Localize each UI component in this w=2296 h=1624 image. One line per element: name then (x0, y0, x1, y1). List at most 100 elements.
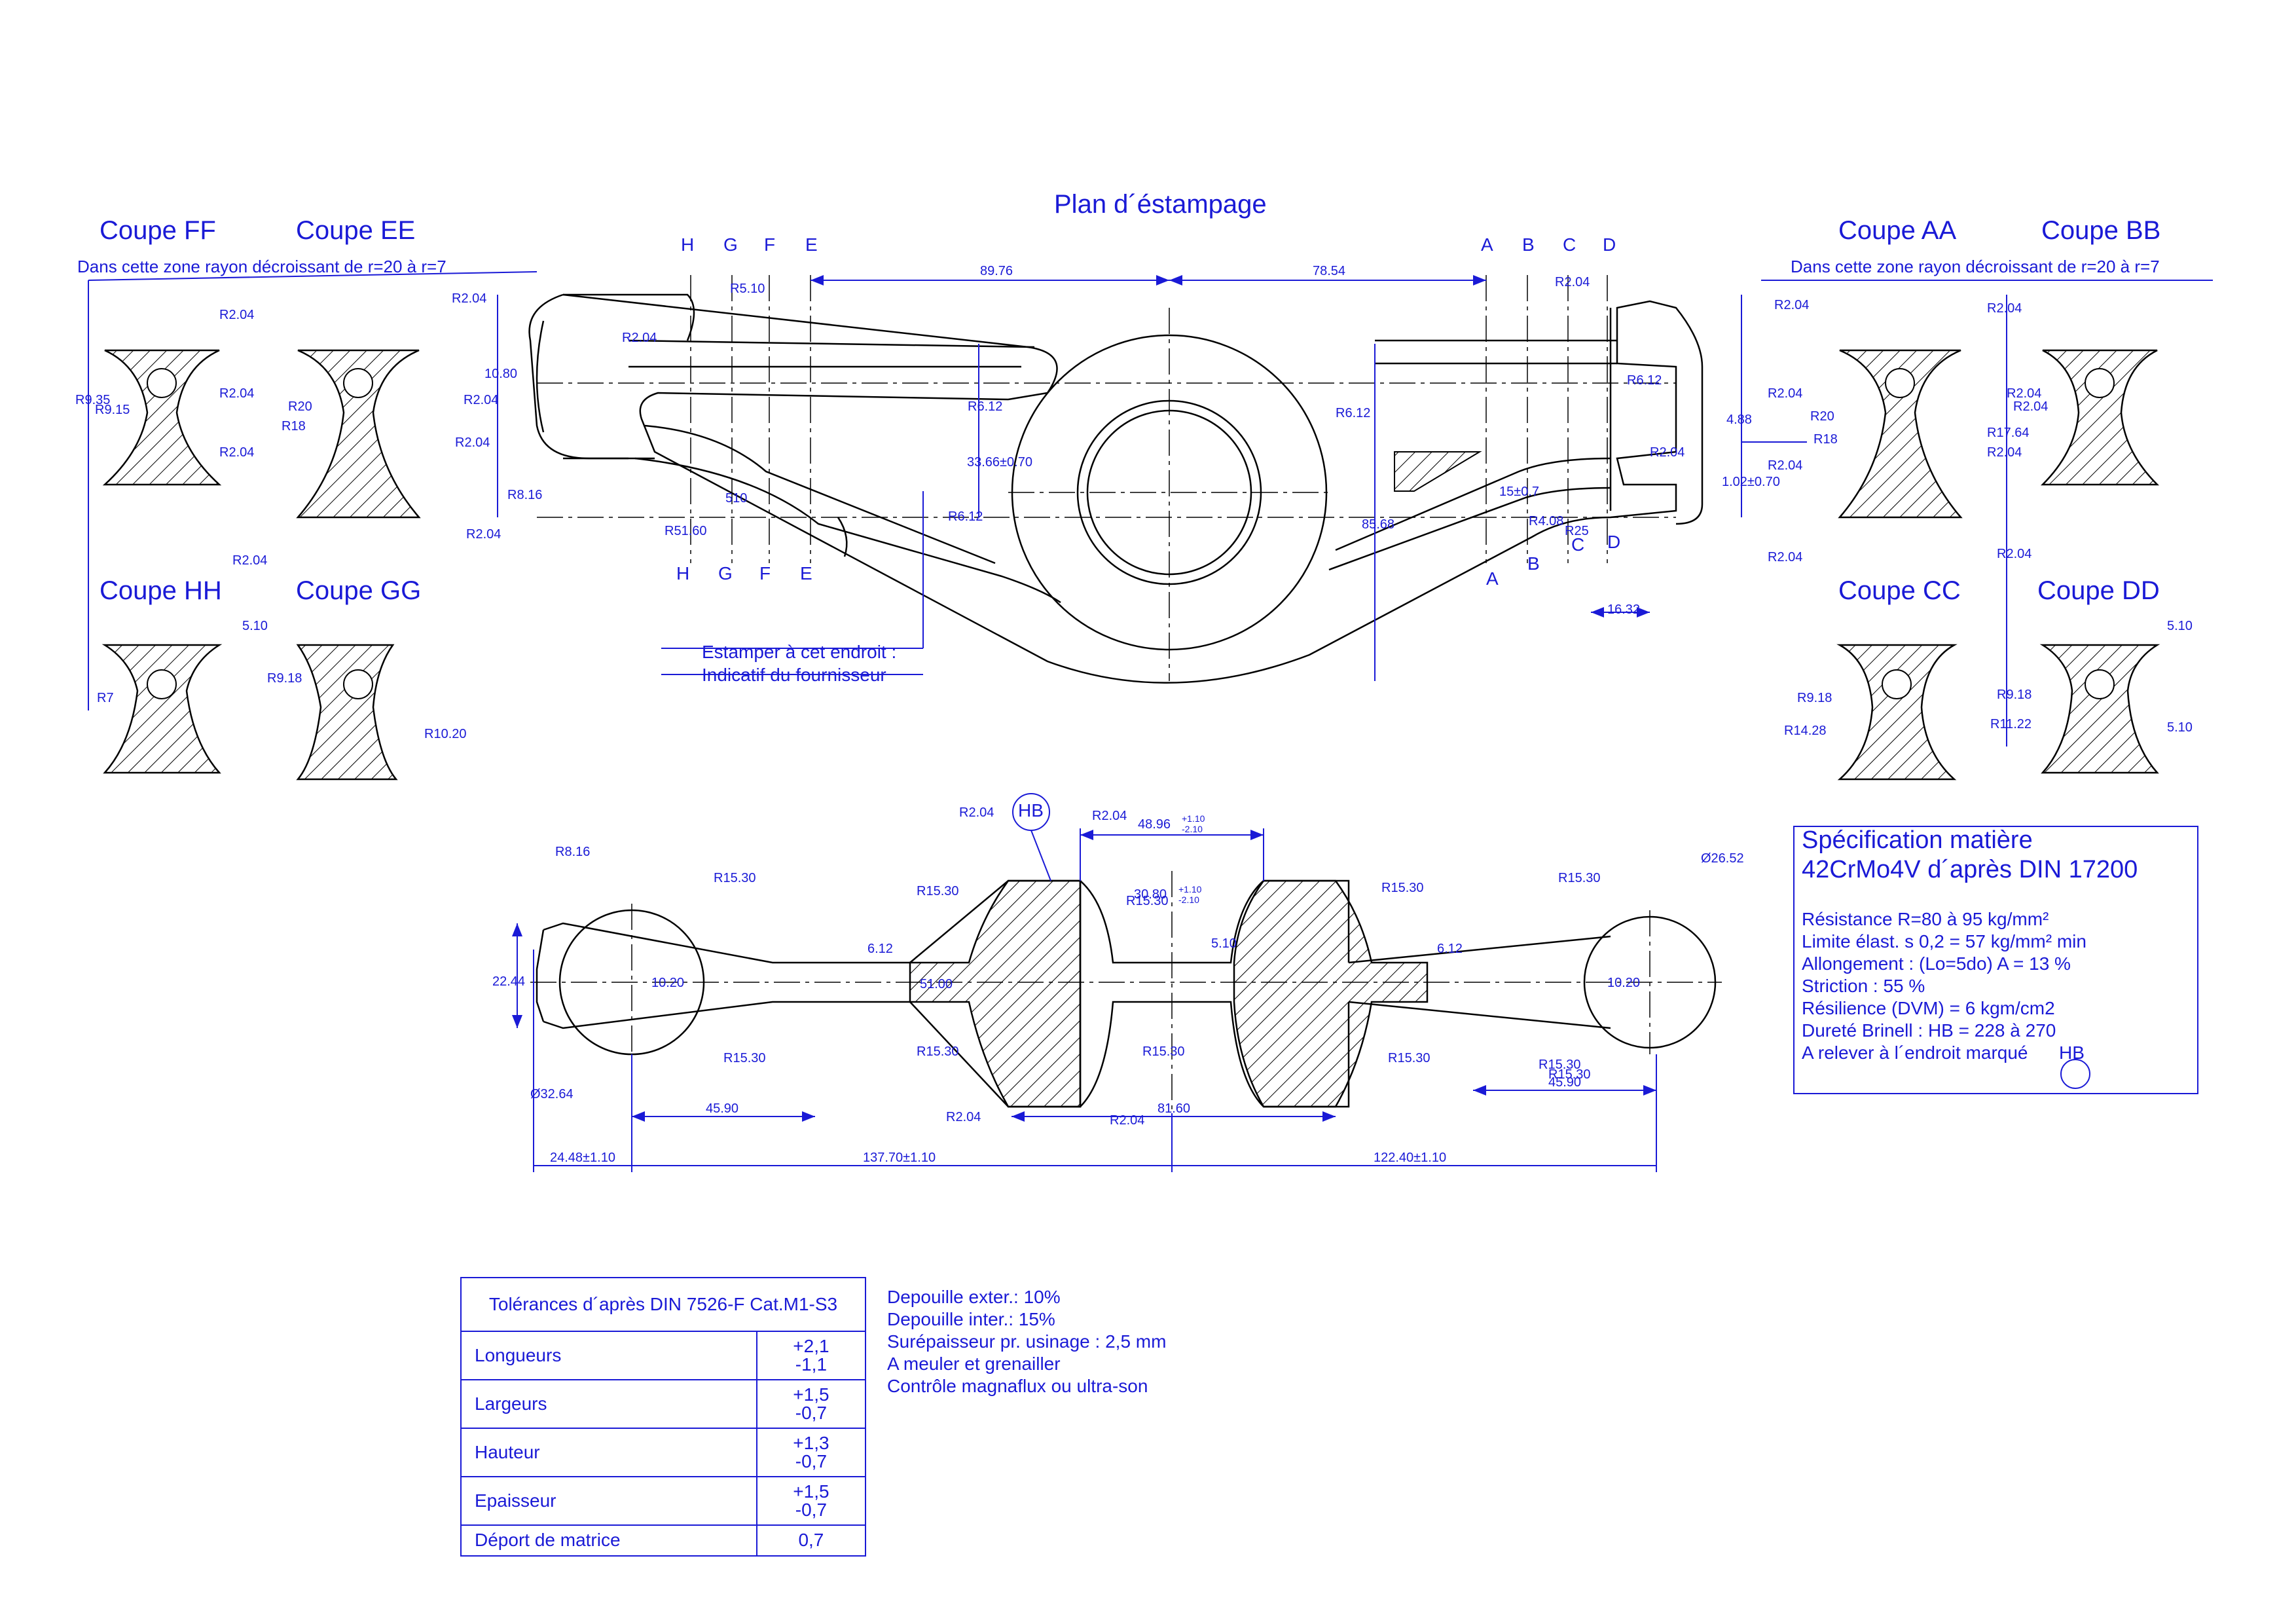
stamp-note-line1: Estamper à cet endroit : (702, 642, 897, 662)
dim-diameter: Ø32.64 (530, 1087, 574, 1101)
note-line: Depouille inter.: 15% (887, 1309, 1055, 1329)
dim-plan-end: 16.32 (1607, 602, 1641, 617)
dim-radius: R6.12 (968, 399, 1003, 414)
dim-aa: R2.04 (1774, 298, 1810, 312)
material-line: Résilience (DVM) = 6 kgm/cm2 (1802, 998, 2055, 1018)
cut-letter: F (764, 234, 776, 255)
dim-length: 122.40±1.10 (1374, 1151, 1447, 1165)
dim-radius: R8.16 (507, 488, 543, 502)
dim-ee: R20 (288, 399, 312, 414)
dim-vertical: 10.80 (484, 367, 518, 381)
note-line: Depouille exter.: 10% (887, 1287, 1061, 1307)
cut-letter: H (676, 563, 690, 583)
material-title: Spécification matière (1802, 826, 2033, 854)
dim-radius: R15.30 (1388, 1051, 1430, 1065)
hb-marker-icon (2060, 1059, 2090, 1089)
section-aa-label: Coupe AA (1838, 216, 1957, 245)
dim-width-top-tol-down: -2.10 (1182, 824, 1203, 834)
cut-letter: B (1527, 553, 1540, 574)
material-grade: 42CrMo4V d´après DIN 17200 (1802, 856, 2138, 883)
cut-letter: E (800, 563, 812, 583)
tolerance-down: -1,1 (795, 1354, 828, 1375)
dim-ff: R9.35 (75, 393, 111, 407)
dim-ee: R2.04 (466, 527, 501, 542)
dim-bb: R2.04 (1997, 547, 2032, 561)
dim-bb: R2.04 (2013, 399, 2049, 414)
dim-hh: R7 (97, 691, 114, 705)
cut-letter: G (718, 563, 733, 583)
dim-aa: R2.04 (1987, 301, 2022, 316)
stamp-note-line2: Indicatif du fournisseur (702, 665, 886, 685)
zone-note-left: Dans cette zone rayon décroissant de r=2… (77, 257, 446, 276)
tolerance-title: Tolérances d´après DIN 7526-F Cat.M1-S3 (460, 1277, 866, 1332)
dim-ff: R2.04 (219, 308, 255, 322)
tolerance-down: -0,7 (795, 1499, 828, 1520)
dim-ee: R2.04 (464, 393, 499, 407)
tolerance-up: 0,7 (798, 1530, 824, 1551)
section-bb-shape (2040, 349, 2160, 486)
dim-vertical: 15±0.7 (1499, 485, 1540, 499)
cut-letter: C (1563, 234, 1576, 255)
dim-height: 6.12 (1437, 942, 1463, 956)
section-profiles (101, 349, 2160, 781)
cut-letter: A (1481, 234, 1493, 255)
tolerance-up: +1,5 (793, 1481, 829, 1502)
cut-letter: E (805, 234, 818, 255)
dim-vertical: 33.66±0.70 (967, 455, 1032, 470)
dim-radius: R15.30 (714, 871, 756, 885)
tolerance-up: +2,1 (793, 1335, 829, 1356)
table-row: Largeurs +1,5-0,7 (460, 1378, 867, 1429)
dim-aa: R2.04 (1768, 550, 1803, 564)
dim-vertical: 4.88 (1726, 413, 1752, 427)
section-hh-shape (101, 644, 223, 774)
dim-gg: R10.20 (424, 727, 467, 741)
table-row: Epaisseur +1,5-0,7 (460, 1475, 867, 1526)
plan-centerlines (537, 275, 1676, 681)
tolerance-up: +1,5 (793, 1384, 829, 1405)
section-ee-shape (296, 349, 421, 519)
dim-width-inner-tol-down: -2.10 (1178, 895, 1199, 905)
dim-length: 137.70±1.10 (863, 1151, 936, 1165)
dim-height: 10.20 (651, 976, 685, 990)
dim-aa: R2.04 (1768, 458, 1803, 473)
dim-height: 5.10 (1211, 936, 1237, 951)
section-ff-label: Coupe FF (100, 216, 216, 245)
material-line: Résistance R=80 à 95 kg/mm² (1802, 909, 2049, 929)
section-dd-label: Coupe DD (2037, 576, 2160, 605)
dim-radius: R2.04 (946, 1110, 981, 1124)
cut-letter: F (759, 563, 771, 583)
dim-vertical: 1.02±0.70 (1722, 475, 1780, 489)
section-ee-label: Coupe EE (296, 216, 416, 245)
dim-bb: R2.04 (2007, 386, 2042, 401)
dim-dd: R9.18 (1997, 688, 2032, 702)
section-aa-shape (1838, 349, 1963, 519)
note-line: Contrôle magnaflux ou ultra-son (887, 1376, 1148, 1396)
material-line: Striction : 55 % (1802, 976, 1925, 996)
dim-radius: R2.04 (1110, 1113, 1145, 1128)
dim-width-top-tol-up: +1.10 (1182, 813, 1205, 824)
dim-radius: R15.30 (1126, 894, 1169, 908)
tolerance-up: +1,3 (793, 1432, 829, 1453)
dim-plan-right: 78.54 (1313, 264, 1346, 278)
dim-bb: R2.04 (1987, 445, 2022, 460)
dim-radius: R15.30 (1142, 1044, 1185, 1059)
dim-height: 6.12 (867, 942, 893, 956)
material-line: Allongement : (Lo=5do) A = 13 % (1802, 953, 2071, 974)
note-line: Surépaisseur pr. usinage : 2,5 mm (887, 1331, 1167, 1352)
dim-radius: R2.04 (1650, 445, 1685, 460)
section-bb-label: Coupe BB (2041, 216, 2161, 245)
dim-radius: R4.08 (1529, 514, 1564, 528)
tolerance-down: -0,7 (795, 1402, 828, 1423)
dim-ee: R2.04 (455, 435, 490, 450)
section-ff-shape (102, 349, 222, 486)
material-line: A relever à l´endroit marqué (1802, 1043, 2028, 1063)
dim-radius: R15.30 (1539, 1058, 1581, 1072)
dim-aa: R20 (1810, 409, 1834, 424)
dim-width-inner: 30.80 (1134, 887, 1167, 902)
dim-diameter: Ø26.52 (1701, 851, 1744, 866)
table-row: Hauteur +1,3-0,7 (460, 1427, 867, 1477)
dim-ee: R2.04 (219, 386, 255, 401)
dim-hh: 5.10 (242, 619, 268, 633)
dim-radius: R2.04 (622, 331, 657, 345)
hb-marker-label: HB (1018, 800, 1044, 821)
